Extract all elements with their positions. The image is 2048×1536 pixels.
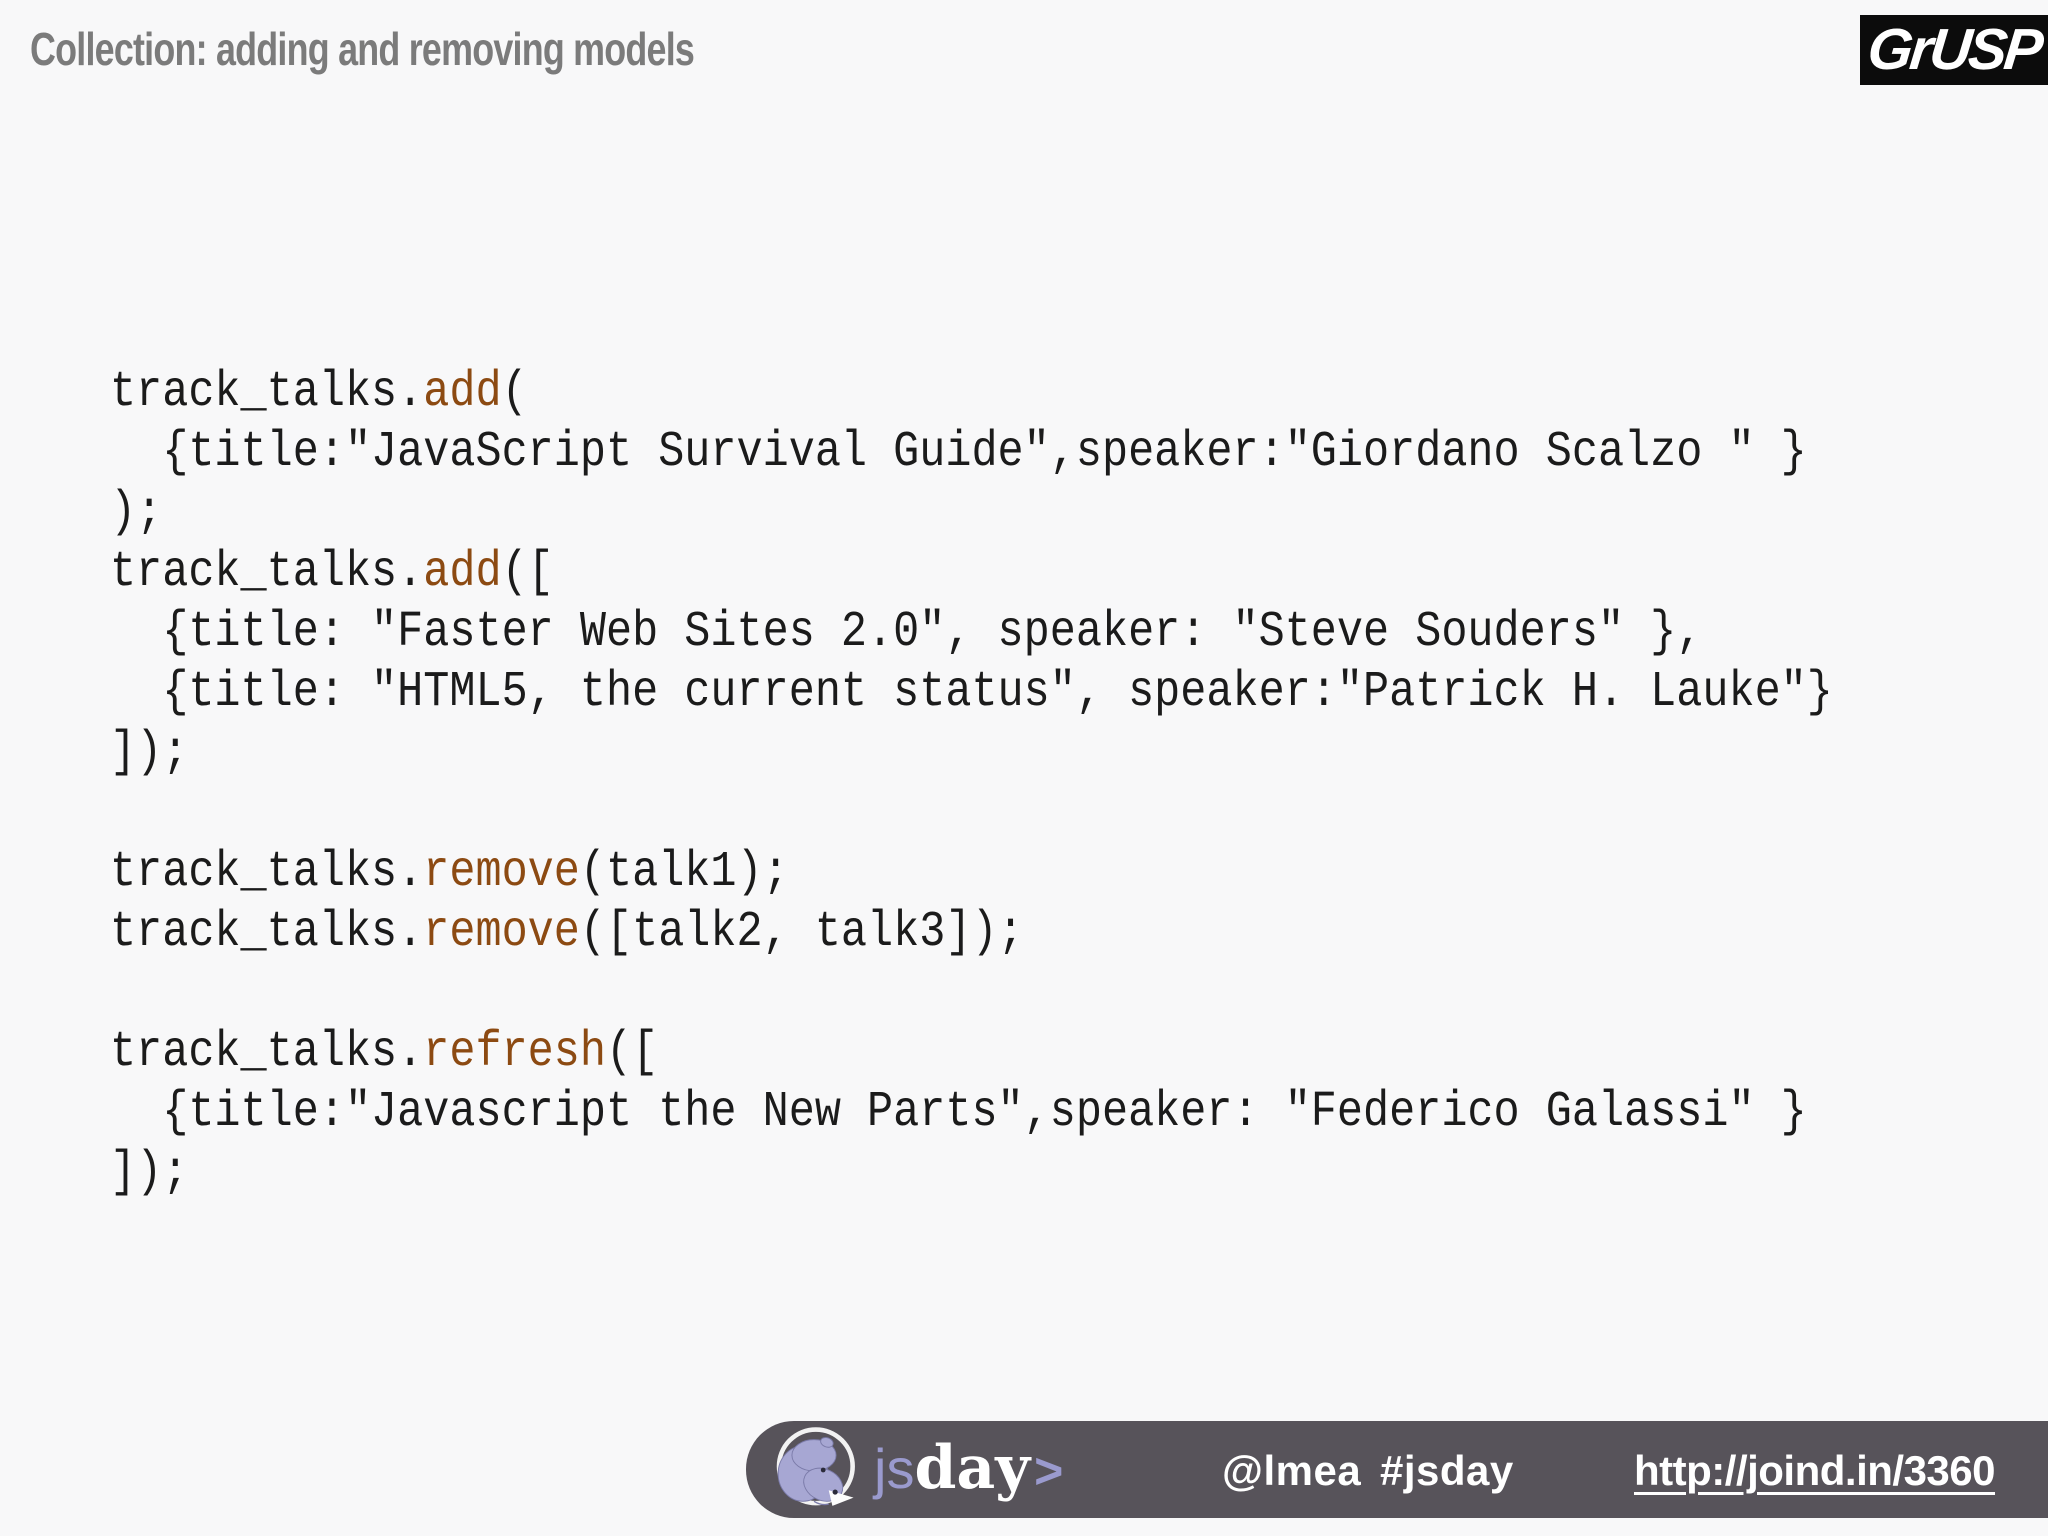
chevron-right-icon: >: [1034, 1443, 1064, 1499]
code-line: {title:"JavaScript Survival Guide",speak…: [110, 423, 1833, 483]
jsday-rhino-icon: [768, 1424, 860, 1516]
code-text: {title:"JavaScript Survival Guide",speak…: [110, 424, 1807, 481]
code-keyword: remove: [423, 904, 580, 961]
code-line: track_talks.remove(talk1);: [110, 843, 1833, 903]
code-text: ([: [501, 544, 554, 601]
code-line: );: [110, 483, 1833, 543]
grusp-logo: GrUSP: [1860, 15, 2048, 85]
code-keyword: add: [423, 364, 502, 421]
code-text: {title: "Faster Web Sites 2.0", speaker:…: [110, 604, 1703, 661]
code-keyword: remove: [423, 844, 580, 901]
code-text: track_talks.: [110, 1024, 424, 1081]
code-line: [110, 783, 1833, 843]
code-text: track_talks.: [110, 904, 424, 961]
code-text: ([: [605, 1024, 659, 1081]
code-text: (talk1);: [579, 844, 789, 901]
code-text: {title: "HTML5, the current status", spe…: [110, 664, 1833, 721]
event-hashtag: #jsday: [1380, 1447, 1514, 1494]
code-line: ]);: [110, 723, 1833, 783]
code-text: track_talks.: [110, 544, 424, 601]
grusp-logo-text: GrUSP: [1864, 17, 2044, 82]
code-line: track_talks.add(: [110, 363, 1833, 423]
slide-title: Collection: adding and removing models: [30, 23, 695, 75]
jsday-wordmark-js: js: [874, 1437, 915, 1500]
joind-in-link[interactable]: http://joind.in/3360: [1634, 1447, 1996, 1494]
code-text: ]);: [110, 724, 189, 781]
code-line: track_talks.add([: [110, 543, 1833, 603]
code-line: [110, 963, 1833, 1023]
code-line: {title: "Faster Web Sites 2.0", speaker:…: [110, 603, 1833, 663]
code-text: (: [501, 364, 528, 421]
code-line: track_talks.remove([talk2, talk3]);: [110, 903, 1833, 963]
code-block: track_talks.add( {title:"JavaScript Surv…: [110, 363, 1833, 1203]
code-text: {title:"Javascript the New Parts",speake…: [110, 1084, 1807, 1141]
code-line: ]);: [110, 1143, 1833, 1203]
code-keyword: refresh: [423, 1024, 606, 1081]
code-keyword: add: [423, 544, 502, 601]
code-text: ([talk2, talk3]);: [579, 904, 1024, 961]
code-text: track_talks.: [110, 364, 424, 421]
twitter-handle: @lmea: [1222, 1447, 1362, 1494]
code-text: ]);: [110, 1144, 189, 1201]
code-line: {title: "HTML5, the current status", spe…: [110, 663, 1833, 723]
code-text: track_talks.: [110, 844, 424, 901]
jsday-wordmark-day: day: [914, 1433, 1031, 1503]
code-line: {title:"Javascript the New Parts",speake…: [110, 1083, 1833, 1143]
code-line: track_talks.refresh([: [110, 1023, 1833, 1083]
code-text: );: [110, 484, 163, 541]
